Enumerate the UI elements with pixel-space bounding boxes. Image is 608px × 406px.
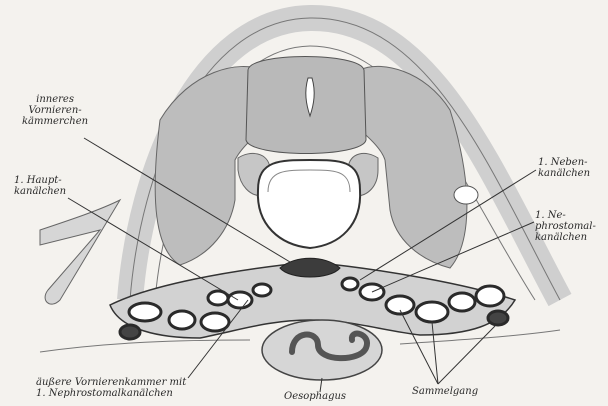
label-line: 1. Neben- <box>538 157 590 168</box>
label-aussere-vornierenkammer: äußere Vornierenkammer mit 1. Nephrostom… <box>36 377 186 399</box>
label-line: phrostomal- <box>535 221 596 232</box>
label-oesophagus: Oesophagus <box>284 391 346 402</box>
vertebral-body <box>258 160 360 248</box>
label-line: 1. Ne- <box>535 210 596 221</box>
left-zigzag <box>40 200 120 304</box>
label-line: kämmerchen <box>22 116 88 127</box>
label-line: Vornieren- <box>22 105 88 116</box>
label-nebenkanalchen: 1. Neben- kanälchen <box>538 157 590 179</box>
label-inneres-vornierenkammerchen: inneres Vornieren- kämmerchen <box>22 94 88 127</box>
label-line: kanälchen <box>14 186 66 197</box>
label-sammelgang: Sammelgang <box>412 386 478 397</box>
label-line: inneres <box>22 94 88 105</box>
label-line: 1. Haupt- <box>14 175 66 186</box>
label-nephrostomalkanalchen: 1. Ne- phrostomal- kanälchen <box>535 210 596 243</box>
label-line: 1. Nephrostomalkanälchen <box>36 388 186 399</box>
label-line: kanälchen <box>535 232 596 243</box>
right-vessel <box>454 186 478 204</box>
label-hauptkanalchen: 1. Haupt- kanälchen <box>14 175 66 197</box>
label-line: äußere Vornierenkammer mit <box>36 377 186 388</box>
neural-tube <box>246 57 366 154</box>
label-line: kanälchen <box>538 168 590 179</box>
